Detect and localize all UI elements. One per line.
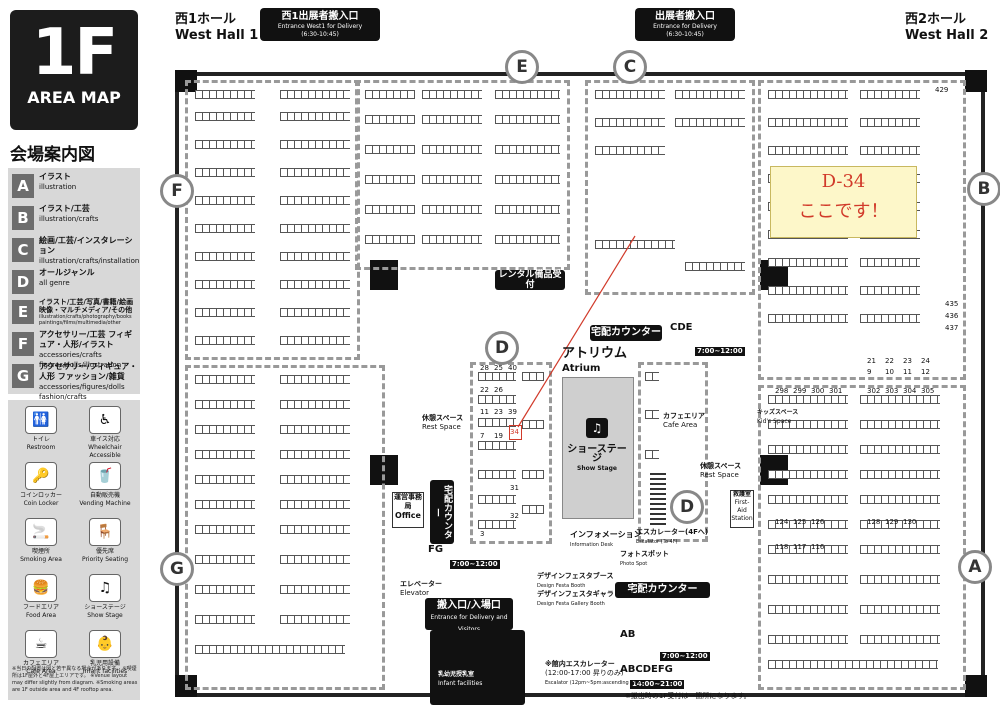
restroom-icon: 🚻 <box>25 406 57 434</box>
delivery-note: ※搬出時の1F受付は一箇所になります。 <box>625 692 751 700</box>
zone-d-left <box>470 362 552 544</box>
zone-g <box>185 365 385 690</box>
area-map-logo: 1F AREA MAP <box>10 10 138 130</box>
zone-label-d-top: D <box>485 331 519 365</box>
highlighted-booth-d34[interactable] <box>509 425 522 440</box>
smoking-icon: 🚬 <box>25 518 57 546</box>
zone-label-b: B <box>967 172 1000 206</box>
indoor-escalator-note: ※館内エスカレーター(12:00-17:00 昇りのみ)Escalator (1… <box>545 660 643 686</box>
zone-label-a: A <box>958 550 992 584</box>
show-stage <box>562 377 634 519</box>
zone-label-d-bottom: D <box>670 490 704 524</box>
food-icon: 🍔 <box>25 574 57 602</box>
escalator-to-4f: エスカレーター(4Fへ)Escalator (To 4F) <box>636 528 709 545</box>
delivery-counter-ab-zones: AB <box>620 629 636 640</box>
zone-label-g: G <box>160 552 194 586</box>
delivery-counter-cde: 宅配カウンター <box>590 325 662 341</box>
zone-e <box>355 80 570 270</box>
delivery-counter-fg-zones: FG <box>428 544 444 555</box>
zone-label-f: F <box>160 174 194 208</box>
delivery-fg-time: 7:00~12:00 <box>450 560 500 569</box>
area-map-label: AREA MAP <box>27 88 121 107</box>
zone-c <box>585 80 755 295</box>
delivery-counter-main: 宅配カウンター <box>615 582 710 598</box>
baby-icon: 👶 <box>89 630 121 658</box>
vending-machine-icon: 🥤 <box>89 462 121 490</box>
cafe-icon: ☕ <box>25 630 57 658</box>
music-note-icon: ♫ <box>89 574 121 602</box>
zone-label-e: E <box>505 50 539 84</box>
delivery-ab-time: 7:00~12:00 <box>660 652 710 661</box>
zone-d-right <box>638 362 708 542</box>
legend-notes: ※当日の配置は図と若干異なる場合があります。 ※喫煙所は1F屋外と4F屋上エリア… <box>12 666 138 693</box>
zone-f <box>185 80 360 360</box>
music-note-icon: ♫ <box>586 418 608 438</box>
priority-seat-icon: 🪑 <box>89 518 121 546</box>
delivery-all-time: 14:00~21:00 <box>630 680 685 689</box>
venue-guide-title: 会場案内図 <box>10 145 95 165</box>
floor-number: 1F <box>31 16 118 90</box>
main-entrance-block <box>430 630 525 705</box>
delivery-counter-cde-zones: CDE <box>670 322 693 333</box>
wheelchair-icon: ♿ <box>89 406 121 434</box>
delivery-cde-time: 7:00~12:00 <box>695 347 745 356</box>
coin-locker-icon: 🔑 <box>25 462 57 490</box>
zone-a <box>758 385 966 690</box>
escalator-stairs <box>650 470 666 525</box>
zone-label-c: C <box>613 50 647 84</box>
delivery-counter-fg: 宅配カウンター <box>430 480 454 544</box>
delivery-counter-all-zones: ABCDEFG <box>620 664 673 675</box>
zone-b <box>758 80 966 380</box>
